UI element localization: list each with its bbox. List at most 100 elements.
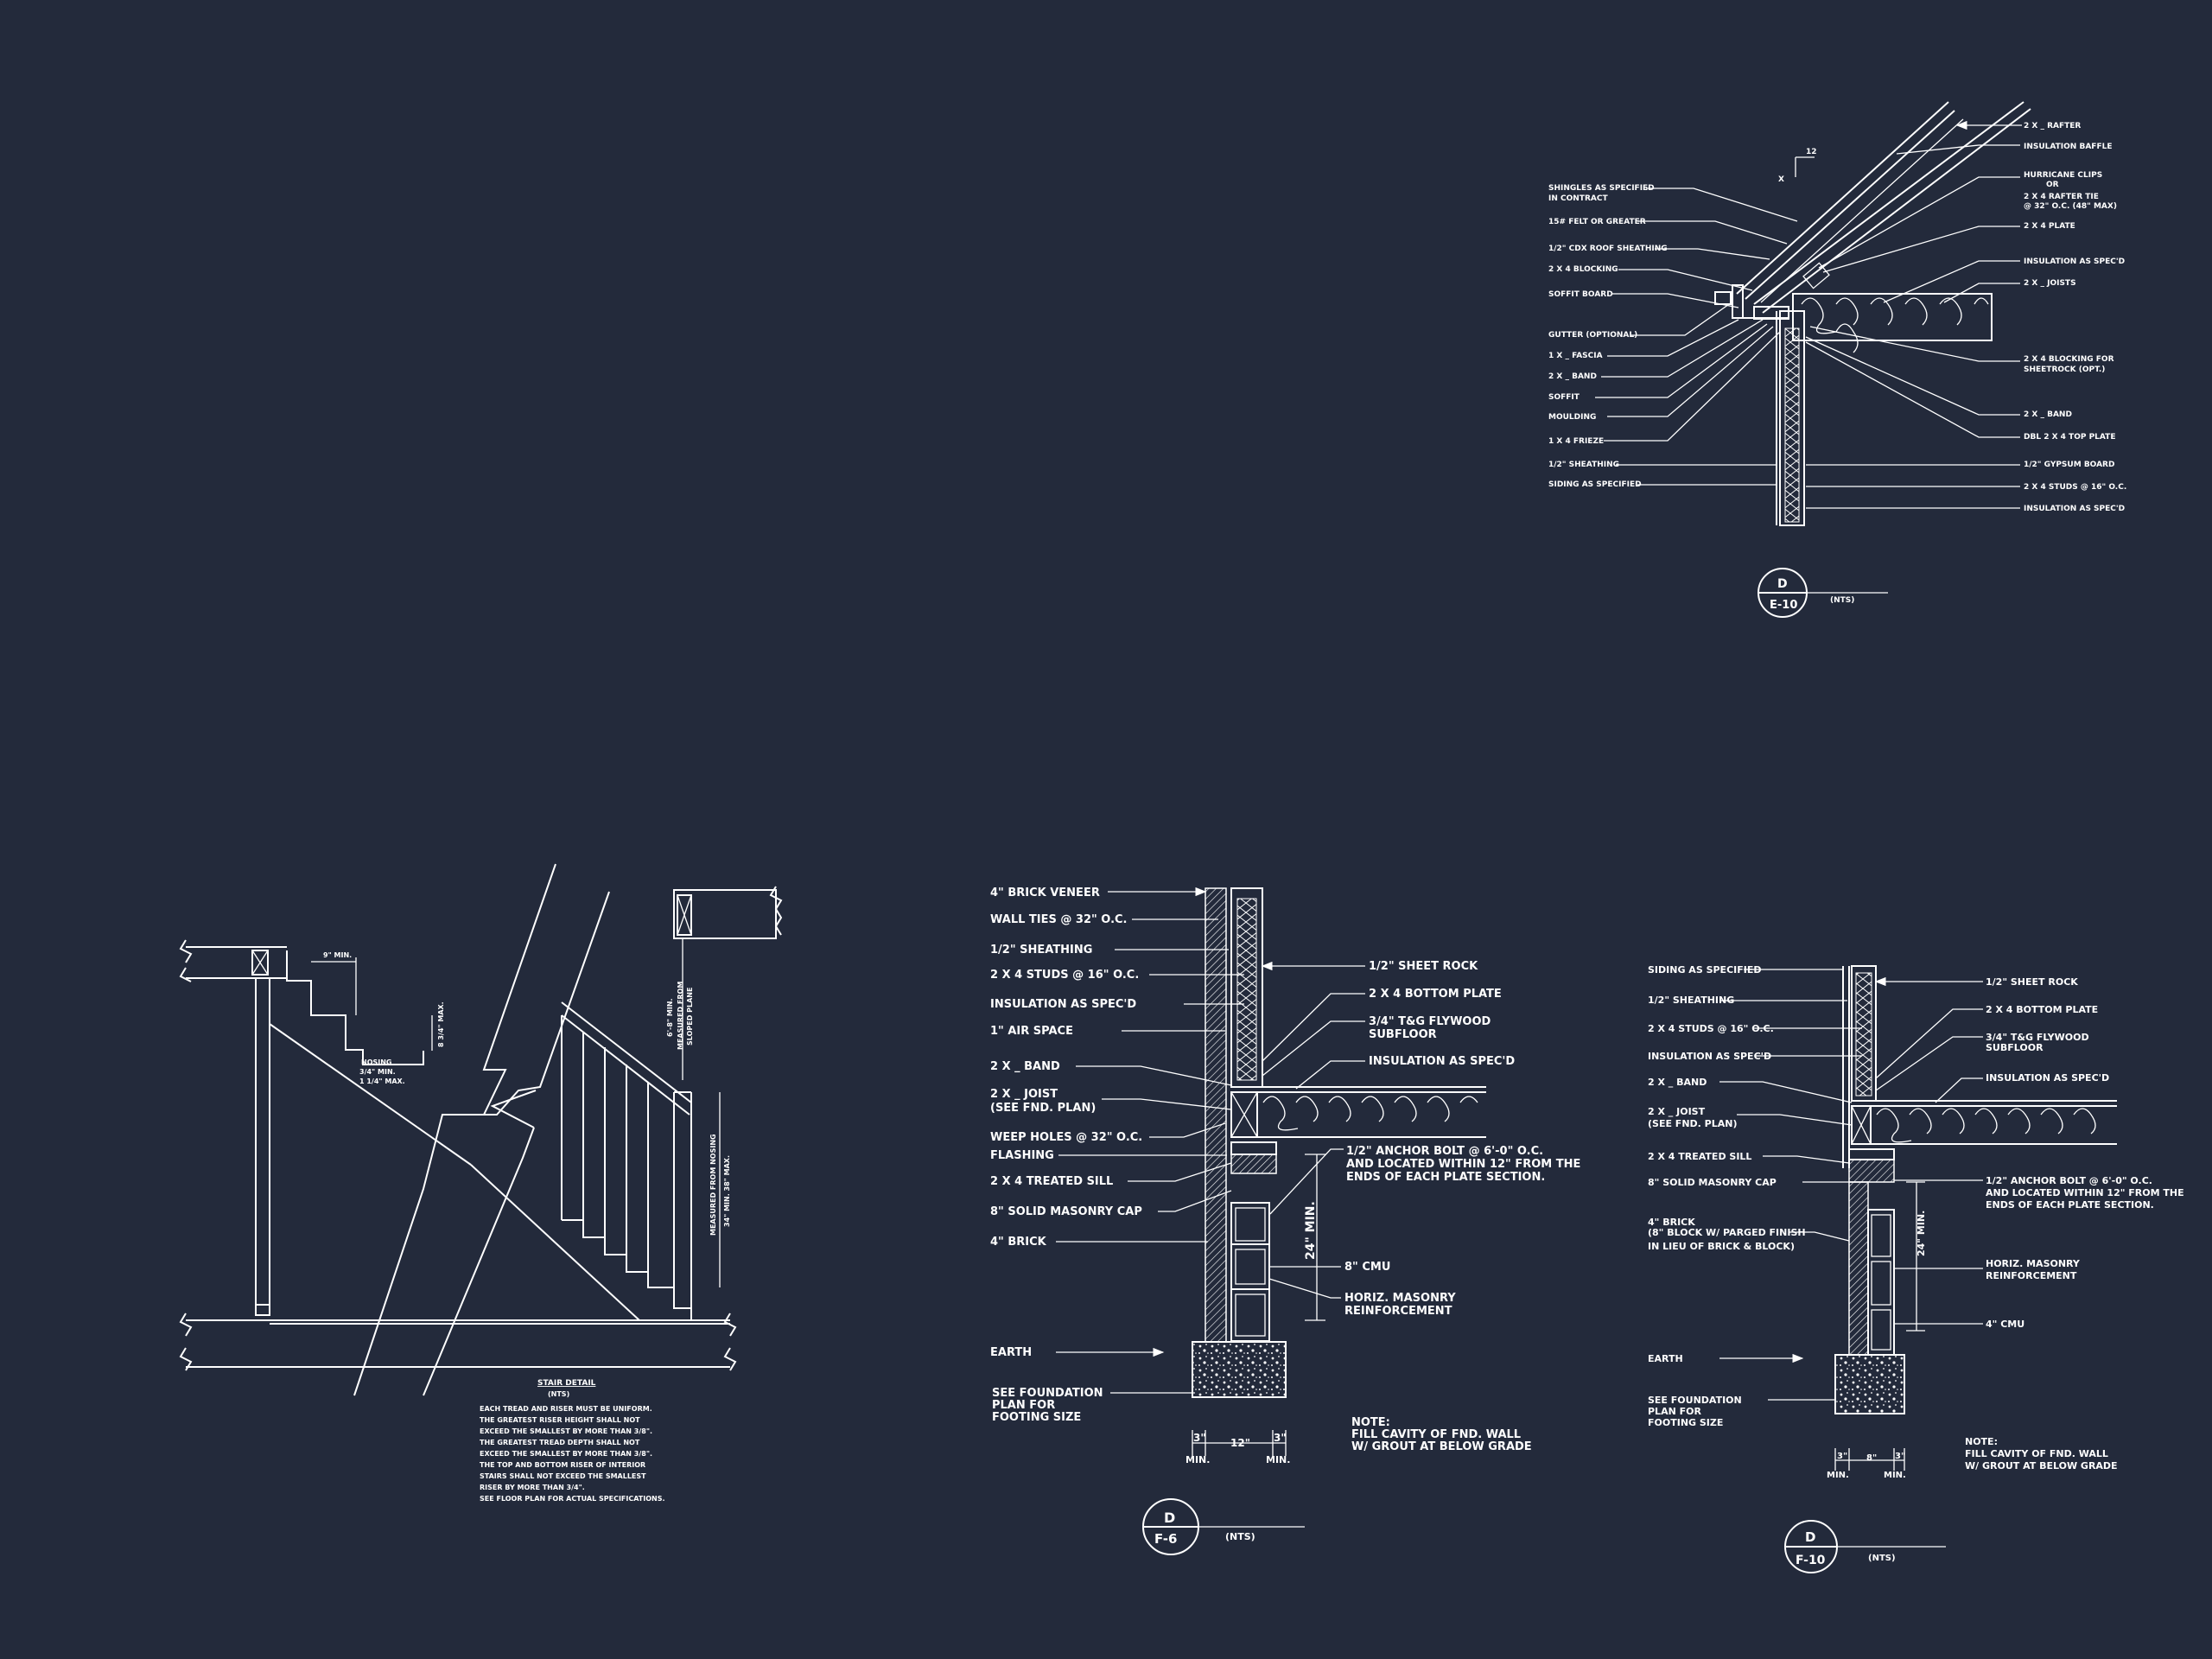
stair-note-2: THE GREATEST RISER HEIGHT SHALL NOT — [480, 1416, 640, 1424]
brick-note-2: FILL CAVITY OF FND. WALL — [1351, 1428, 1521, 1441]
roof-label-moulding: MOULDING — [1548, 413, 1596, 422]
roof-label-siding: SIDING AS SPECIFIED — [1548, 480, 1642, 489]
roof-label-blocking: 2 X 4 BLOCKING — [1548, 265, 1618, 274]
brick-label-subfloor: SUBFLOOR — [1369, 1028, 1437, 1041]
siding-label-cap: 8" SOLID MASONRY CAP — [1648, 1177, 1777, 1188]
brick-note-3: W/ GROUT AT BELOW GRADE — [1351, 1440, 1532, 1453]
roof-label-felt: 15# FELT OR GREATER — [1548, 218, 1646, 226]
stair-dim-riser: 8 3/4" MAX. — [437, 1001, 445, 1047]
roof-label-sheathing: 1/2" SHEATHING — [1548, 461, 1619, 469]
brick-label-see-fnd: (SEE FND. PLAN) — [990, 1102, 1096, 1115]
siding-tag-sheet: F-10 — [1796, 1554, 1826, 1567]
brick-right-leaders — [1261, 961, 1365, 1299]
brick-dim-12: 12" — [1230, 1437, 1250, 1449]
stair-note-1: EACH TREAD AND RISER MUST BE UNIFORM. — [480, 1405, 652, 1413]
brick-label-insulation-r: INSULATION AS SPEC'D — [1369, 1055, 1515, 1068]
roof-label-fascia: 1 X _ FASCIA — [1548, 352, 1603, 360]
roof-label-frieze: 1 X 4 FRIEZE — [1548, 437, 1604, 446]
stair-headroom-3: SLOPED PLANE — [686, 988, 694, 1046]
roof-right-leaders — [1805, 120, 2022, 509]
roof-label-soffit: SOFFIT — [1548, 393, 1580, 402]
siding-label-sheet-rock: 1/2" SHEET ROCK — [1986, 976, 2078, 988]
siding-tag-scale: (NTS) — [1868, 1554, 1896, 1563]
stair-note-7: STAIRS SHALL NOT EXCEED THE SMALLEST — [480, 1472, 646, 1480]
roof-label-plate: 2 X 4 PLATE — [2024, 222, 2075, 231]
roof-label-blocking-sheetrock: 2 X 4 BLOCKING FOR — [2024, 355, 2114, 364]
roof-eave-detail: 12 X — [1548, 101, 2126, 618]
roof-label-studs: 2 X 4 STUDS @ 16" O.C. — [2024, 483, 2126, 492]
roof-tag-sheet: E-10 — [1770, 599, 1797, 612]
brick-label-flywood: 3/4" T&G FLYWOOD — [1369, 1015, 1491, 1028]
brick-label-cap: 8" SOLID MASONRY CAP — [990, 1205, 1142, 1218]
brick-left-leaders — [1056, 887, 1244, 1394]
pitch-12: 12 — [1806, 148, 1817, 156]
stair-headroom-2: MEASURED FROM — [677, 982, 684, 1050]
stair-note-5: EXCEED THE SMALLEST BY MORE THAN 3/8". — [480, 1450, 652, 1458]
stair-dim-9: 9" MIN. — [323, 951, 352, 959]
siding-label-insulation-r: INSULATION AS SPEC'D — [1986, 1072, 2109, 1084]
siding-note-1: NOTE: — [1965, 1436, 1998, 1447]
roof-label-shingles: SHINGLES AS SPECIFIED — [1548, 184, 1655, 193]
siding-dim-24: 24" MIN. — [1916, 1211, 1927, 1256]
siding-right-leaders — [1874, 976, 1983, 1325]
brick-label-wall-ties: WALL TIES @ 32" O.C. — [990, 913, 1127, 926]
siding-left-leaders — [1719, 969, 1862, 1401]
siding-label-horiz-1: HORIZ. MASONRY — [1986, 1258, 2081, 1269]
stair-scale: (NTS) — [548, 1390, 569, 1398]
siding-see-fnd-3: FOOTING SIZE — [1648, 1417, 1723, 1428]
brick-section-tag: D F-6 (NTS) — [1142, 1498, 1305, 1555]
roof-label-sheetrock-opt: SHEETROCK (OPT.) — [2024, 365, 2105, 374]
brick-label-joist: 2 X _ JOIST — [990, 1088, 1058, 1101]
roof-label-joists: 2 X _ JOISTS — [2024, 279, 2076, 288]
stair-note-6: THE TOP AND BOTTOM RISER OF INTERIOR — [480, 1461, 645, 1469]
roof-label-or: OR — [2046, 181, 2059, 189]
siding-label-sill: 2 X 4 TREATED SILL — [1648, 1151, 1751, 1162]
roof-label-32oc: @ 32" O.C. (48" MAX) — [2024, 202, 2117, 211]
stair-nosing-2: 3/4" MIN. — [359, 1068, 396, 1076]
siding-label-anchor-3: ENDS OF EACH PLATE SECTION. — [1986, 1199, 2154, 1211]
brick-label-sill: 2 X 4 TREATED SILL — [990, 1175, 1113, 1188]
siding-label-siding: SIDING AS SPECIFIED — [1648, 964, 1761, 976]
siding-label-earth: EARTH — [1648, 1353, 1683, 1364]
roof-label-rafter-tie: 2 X 4 RAFTER TIE — [2024, 193, 2099, 201]
brick-label-studs: 2 X 4 STUDS @ 16" O.C. — [990, 969, 1139, 982]
stair-note-8: RISER BY MORE THAN 3/4". — [480, 1484, 585, 1491]
brick-min-a: MIN. — [1185, 1454, 1210, 1465]
brick-label-veneer: 4" BRICK VENEER — [990, 887, 1100, 899]
siding-section-tag: D F-10 (NTS) — [1784, 1520, 1946, 1573]
brick-label-flashing: FLASHING — [990, 1149, 1054, 1162]
siding-label-bottom-plate: 2 X 4 BOTTOM PLATE — [1986, 1004, 2098, 1015]
brick-label-air-space: 1" AIR SPACE — [990, 1025, 1073, 1038]
stair-rail-2: 34" MIN. 38" MAX. — [723, 1155, 731, 1227]
roof-label-insulation-2: INSULATION AS SPEC'D — [2024, 505, 2125, 513]
roof-label-rafter: 2 X _ RAFTER — [2024, 122, 2081, 130]
roof-label-insulation-1: INSULATION AS SPEC'D — [2024, 257, 2125, 266]
brick-label-cmu: 8" CMU — [1344, 1261, 1390, 1274]
siding-label-anchor-1: 1/2" ANCHOR BOLT @ 6'-0" O.C. — [1986, 1175, 2152, 1186]
siding-dim-3b: 3" — [1895, 1452, 1905, 1461]
siding-min-b: MIN. — [1884, 1471, 1906, 1480]
roof-label-baffle: INSULATION BAFFLE — [2024, 143, 2112, 151]
roof-label-clips: HURRICANE CLIPS — [2024, 171, 2102, 180]
brick-label-earth: EARTH — [990, 1346, 1032, 1359]
siding-label-sheathing: 1/2" SHEATHING — [1648, 995, 1734, 1006]
brick-label-bottom-plate: 2 X 4 BOTTOM PLATE — [1369, 988, 1502, 1001]
roof-label-top-plate: DBL 2 X 4 TOP PLATE — [2024, 433, 2115, 442]
brick-tag-scale: (NTS) — [1225, 1531, 1255, 1542]
siding-label-see-fnd: (SEE FND. PLAN) — [1648, 1118, 1738, 1129]
siding-label-band: 2 X _ BAND — [1648, 1077, 1707, 1088]
brick-dim-3b: 3" — [1274, 1432, 1287, 1444]
stair-nosing-1: NOSING — [361, 1058, 392, 1066]
roof-label-band: 2 X _ BAND — [1548, 372, 1597, 381]
brick-label-band: 2 X _ BAND — [990, 1060, 1060, 1073]
siding-foundation-detail: 24" MIN. 3" 8" 3" MIN. MIN. — [1648, 964, 2184, 1573]
brick-note-1: NOTE: — [1351, 1416, 1390, 1429]
stair-headroom-1: 6'-8" MIN. — [666, 998, 674, 1037]
siding-label-subfloor: SUBFLOOR — [1986, 1042, 2044, 1053]
pitch-x: X — [1778, 175, 1784, 184]
brick-min-b: MIN. — [1266, 1454, 1290, 1465]
brick-label-sheathing: 1/2" SHEATHING — [990, 944, 1092, 957]
siding-see-fnd-2: PLAN FOR — [1648, 1406, 1701, 1417]
pitch-symbol: 12 X — [1778, 148, 1817, 184]
roof-label-band-r: 2 X _ BAND — [2024, 410, 2072, 419]
